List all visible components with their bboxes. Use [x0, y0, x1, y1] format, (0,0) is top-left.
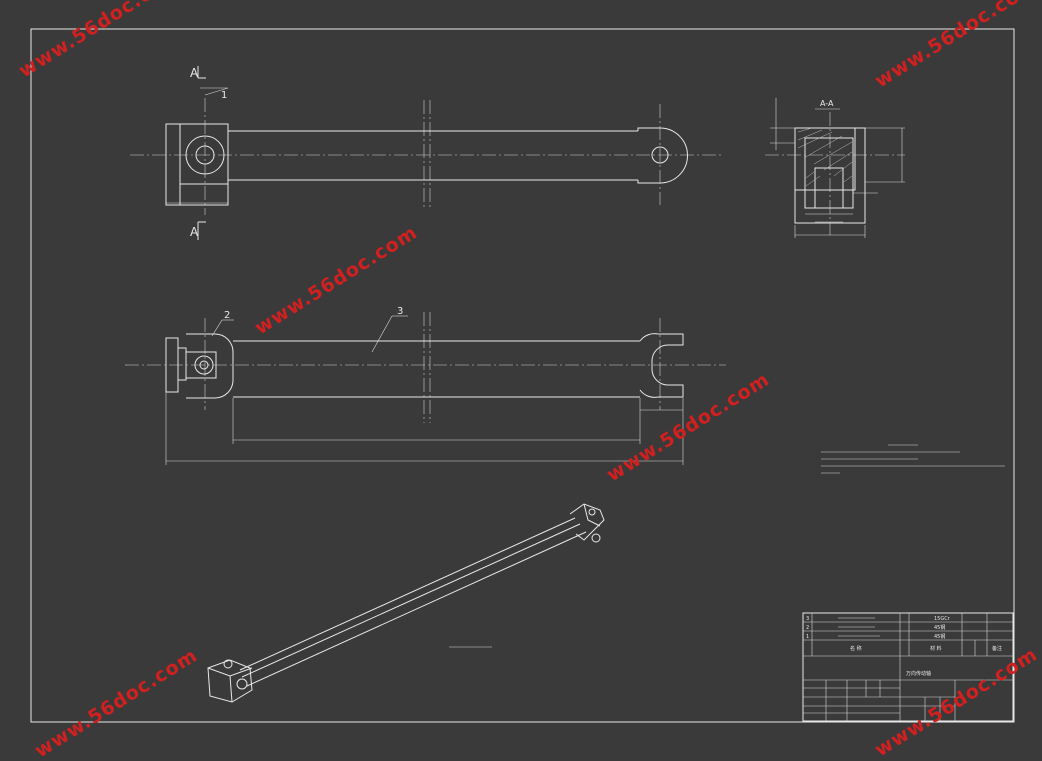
drawing-frame: [30, 28, 1015, 723]
part-no-3: 3: [806, 616, 809, 622]
watermark-4: www.56doc.com: [603, 368, 774, 486]
section-letter-bottom: A: [190, 225, 199, 239]
drawing-title: 万向传动轴: [906, 670, 931, 677]
top-view: [130, 87, 722, 215]
watermarks: www.56doc.com www.56doc.com www.56doc.co…: [15, 0, 1042, 761]
header-name: 名 称: [850, 645, 862, 652]
watermark-5: www.56doc.com: [31, 644, 202, 761]
section-marker-top: A: [190, 66, 206, 80]
front-view: [125, 312, 726, 465]
balloon-1: 1: [221, 90, 227, 101]
part-no-2: 2: [806, 625, 809, 631]
watermark-1: www.56doc.com: [15, 0, 186, 82]
part-material-2: 45钢: [934, 624, 945, 631]
watermark-2: www.56doc.com: [871, 0, 1042, 92]
section-view-label: A-A: [820, 99, 834, 108]
section-marker-bottom: A: [190, 221, 206, 240]
balloon-2: 2: [224, 310, 230, 321]
isometric-view: [207, 503, 605, 703]
watermark-3: www.56doc.com: [251, 221, 422, 339]
header-remark: 备注: [992, 645, 1002, 652]
header-material: 材 料: [930, 645, 942, 652]
part-no-1: 1: [806, 634, 809, 640]
section-view-aa: A-A: [765, 98, 905, 238]
balloon-3: 3: [397, 306, 403, 317]
part-material-3: 15GCr: [934, 616, 951, 622]
part-material-1: 45钢: [934, 633, 945, 640]
technical-requirements: [821, 444, 1005, 474]
watermark-6: www.56doc.com: [871, 643, 1042, 761]
section-letter-top: A: [190, 66, 199, 80]
title-block: 3 2 1 15GCr 45钢 45钢 名 称 材 料 备注 万向传动轴: [802, 612, 1014, 722]
